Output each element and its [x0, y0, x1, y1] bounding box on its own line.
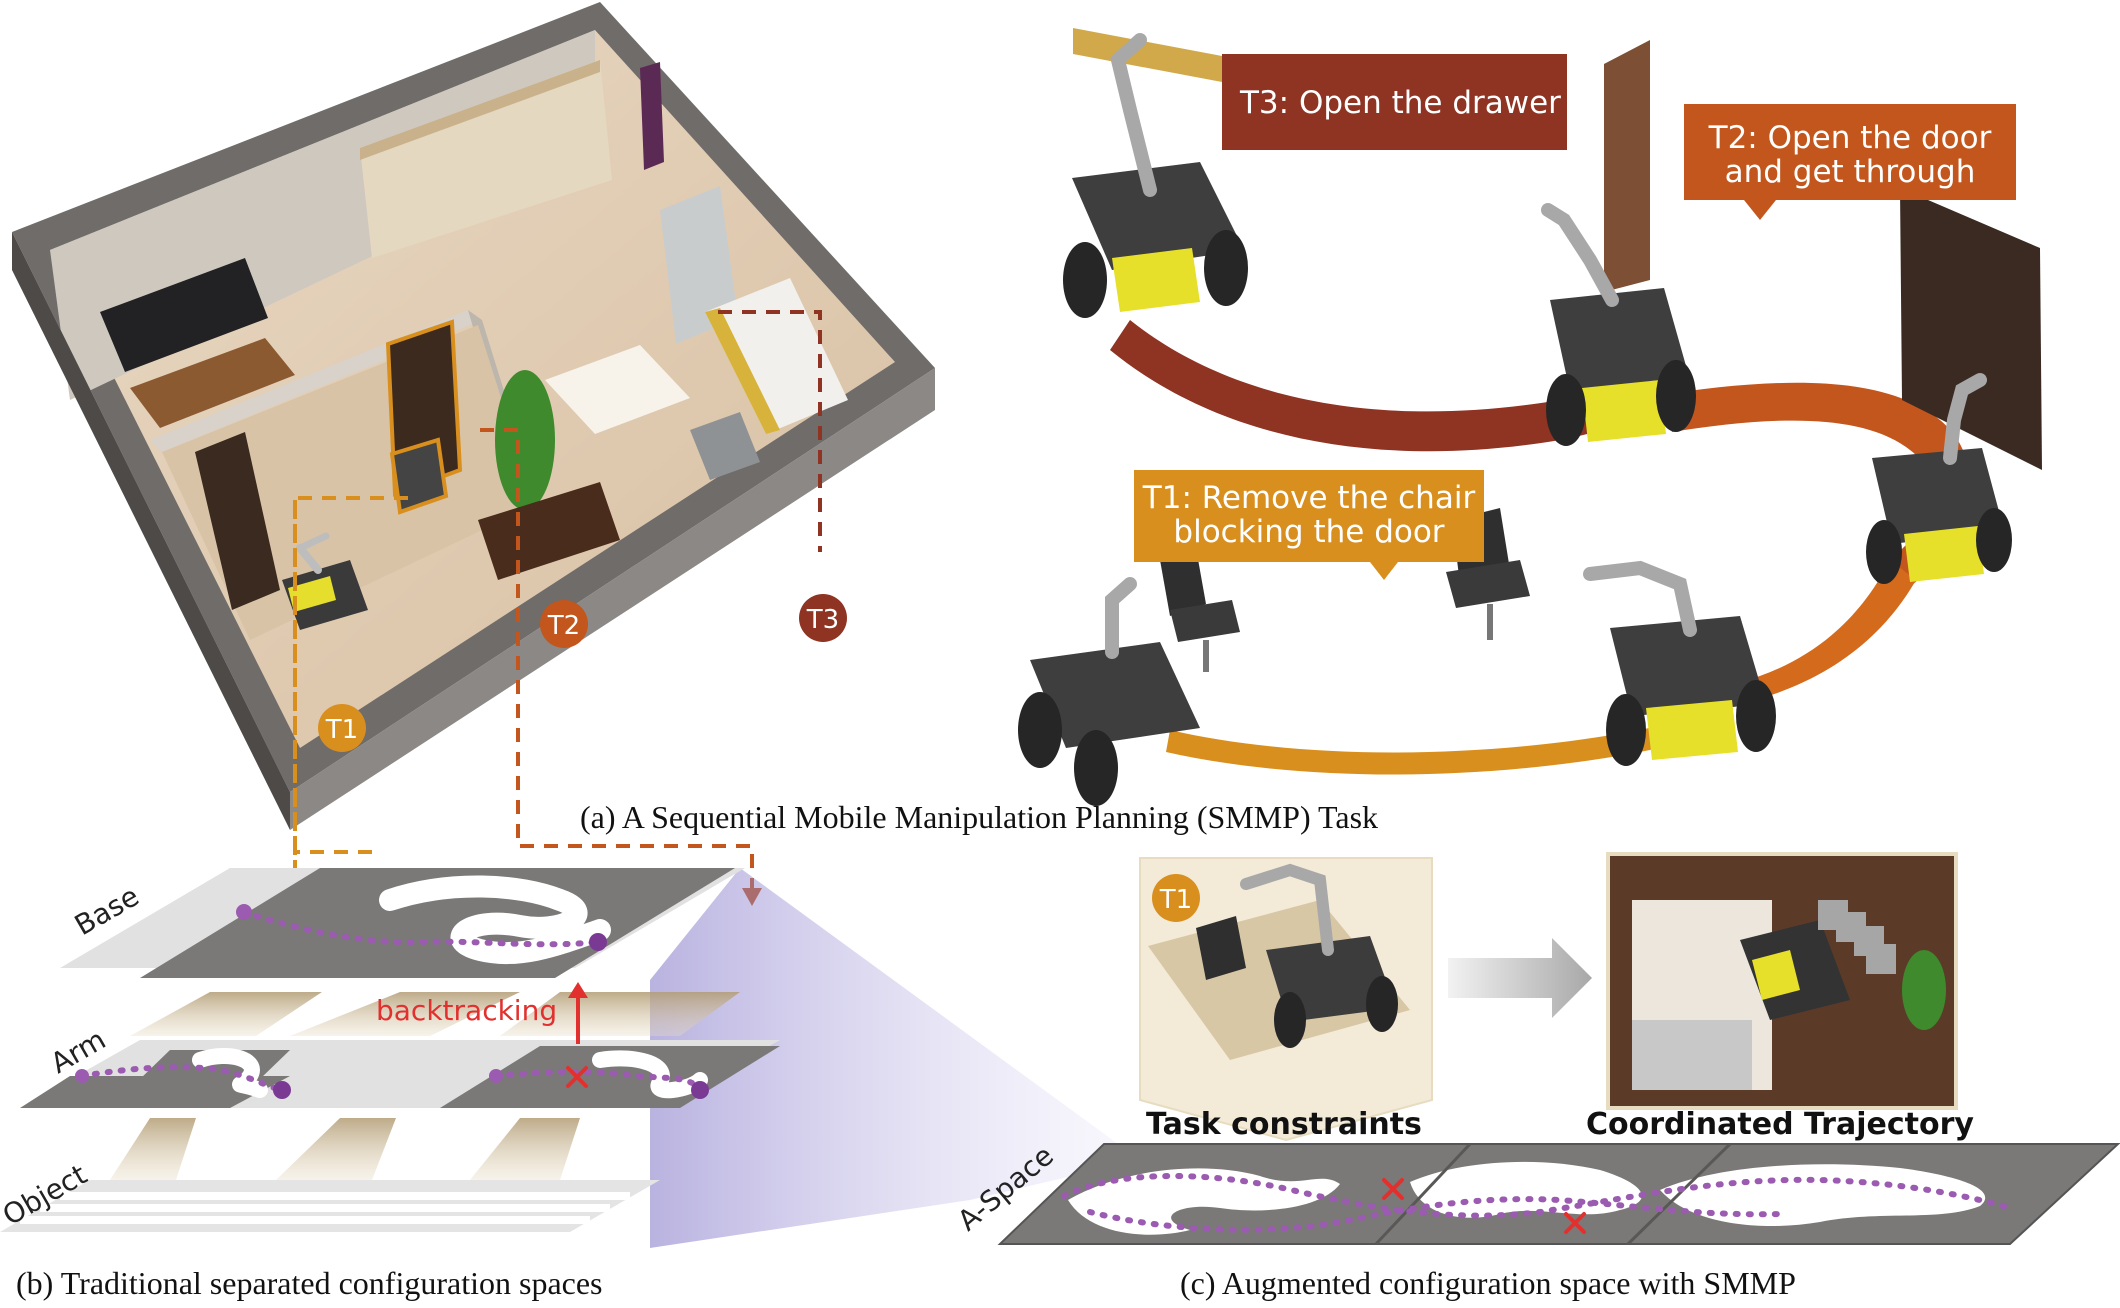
svg-text:T3: T3 [806, 605, 839, 635]
plant-icon [495, 370, 555, 510]
collision-x-icon-2 [1382, 1178, 1404, 1200]
room-robot-icon [282, 532, 368, 630]
svg-text:T2: T2 [547, 611, 580, 641]
svg-text:blocking the door: blocking the door [1173, 514, 1444, 550]
t1-trajectory [1166, 704, 1722, 775]
svg-text:T1: Remove the chair: T1: Remove the chair [1142, 480, 1476, 516]
callout-t2: T2: Open the door and get through [1684, 104, 2016, 220]
robot-t1b-icon [1583, 560, 1776, 766]
caption-a: (a) A Sequential Mobile Manipulation Pla… [580, 799, 1378, 835]
robot-sequence [1018, 28, 2042, 806]
marker-t3: T3 [799, 594, 847, 642]
marker-t1: T1 [318, 704, 366, 752]
office-chair-icon [1160, 548, 1240, 672]
separated-spaces: backtracking Base Arm Object [0, 868, 1140, 1248]
coordinated-trajectory-label: Coordinated Trajectory [1586, 1107, 1974, 1142]
svg-text:T1: T1 [325, 715, 358, 745]
arm-path-left [79, 1064, 285, 1093]
callout-t3: T3: Open the drawer [1222, 54, 1567, 150]
svg-text:T2: Open the door: T2: Open the door [1708, 120, 1992, 156]
fridge-icon [660, 186, 738, 344]
svg-text:and get through: and get through [1725, 154, 1976, 190]
base-layer [140, 868, 735, 978]
collision-x-icon [566, 1066, 588, 1088]
marker-t2: T2 [540, 600, 588, 648]
arrow-right-icon [1448, 938, 1592, 1018]
base-path [241, 909, 601, 948]
augmented-space: T1 Task constraints Coordinated Trajecto… [951, 852, 2120, 1246]
robot-t2-icon [1541, 203, 1696, 446]
sofa-icon [100, 258, 268, 372]
chair-icon [389, 437, 449, 515]
door-icon [640, 62, 664, 170]
t3-trajectory [1110, 320, 1690, 452]
t2-trajectory [1660, 382, 1970, 600]
robot-chair-icon [1196, 863, 1398, 1048]
caption-b: (b) Traditional separated configuration … [16, 1265, 603, 1301]
robot-t1-icon [1018, 577, 1200, 806]
svg-text:T3: Open the drawer: T3: Open the drawer [1239, 85, 1561, 121]
collision-x-icon-3 [1564, 1212, 1586, 1234]
backtracking-arrow-icon [568, 982, 588, 1044]
caption-c: (c) Augmented configuration space with S… [1180, 1265, 1796, 1301]
svg-text:T1: T1 [1159, 885, 1192, 915]
augmented-path [1061, 1173, 2013, 1219]
door-dark-icon [1900, 188, 2042, 470]
drawer-icon [1073, 28, 1222, 82]
door-open-icon [1604, 40, 1650, 292]
robot-t2b-icon [1866, 373, 2012, 584]
room-scene [12, 2, 935, 830]
robot-t3-icon [1063, 33, 1248, 318]
task-badge-t1: T1 [1152, 874, 1200, 922]
backtracking-label: backtracking [376, 994, 557, 1027]
task-constraints-label: Task constraints [1146, 1107, 1422, 1142]
callout-t1: T1: Remove the chair blocking the door [1134, 470, 1484, 580]
